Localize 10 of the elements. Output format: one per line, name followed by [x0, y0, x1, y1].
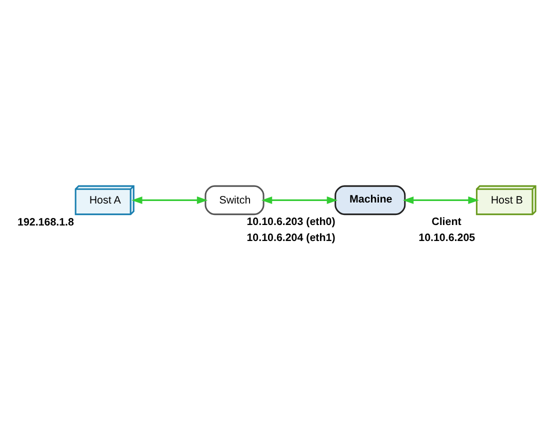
- node-box: Switch: [204, 185, 264, 216]
- arrow: [402, 196, 479, 204]
- node-label: 192.168.1.8: [18, 216, 74, 229]
- node-label: Client: [432, 216, 462, 228]
- arrow: [132, 196, 208, 204]
- node-label: 10.10.6.204 (eth1): [246, 232, 336, 244]
- node-label: 10.10.6.205: [418, 232, 476, 244]
- node-label: 10.10.6.203 (eth0): [246, 216, 336, 228]
- node-box: Machine: [334, 185, 406, 216]
- arrow: [261, 196, 338, 204]
